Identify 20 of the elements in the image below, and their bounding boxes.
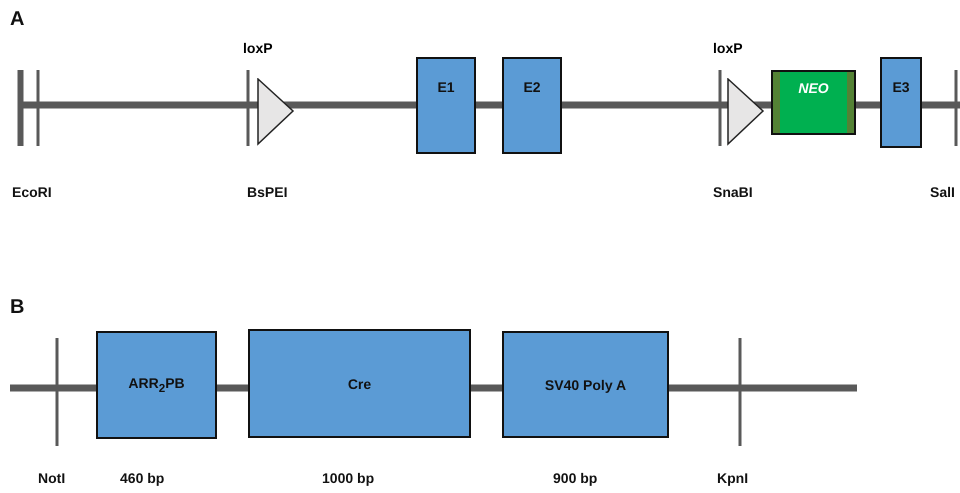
exon-box: E3	[880, 57, 922, 148]
panel-letter: A	[10, 8, 24, 31]
site-label: NotI	[38, 470, 66, 486]
element-label: loxP	[243, 40, 273, 56]
element-label: loxP	[713, 40, 743, 56]
size-label: 460 bp	[120, 470, 164, 486]
site-label: BsPEI	[247, 184, 288, 200]
construct-box: Cre	[248, 329, 471, 438]
site-label: KpnI	[717, 470, 748, 486]
construct-box: ARR$_{2}$PB	[96, 331, 217, 439]
exon-box: E1	[416, 57, 476, 154]
site-label: SalI	[930, 184, 955, 200]
site-label: SnaBI	[713, 184, 753, 200]
site-label: EcoRI	[12, 184, 52, 200]
construct-box: SV40 Poly A	[502, 331, 669, 438]
size-label: 1000 bp	[322, 470, 374, 486]
selection-cassette-box: NEO	[771, 70, 856, 135]
panel-letter: B	[10, 296, 24, 319]
exon-box: E2	[502, 57, 562, 154]
size-label: 900 bp	[553, 470, 598, 486]
